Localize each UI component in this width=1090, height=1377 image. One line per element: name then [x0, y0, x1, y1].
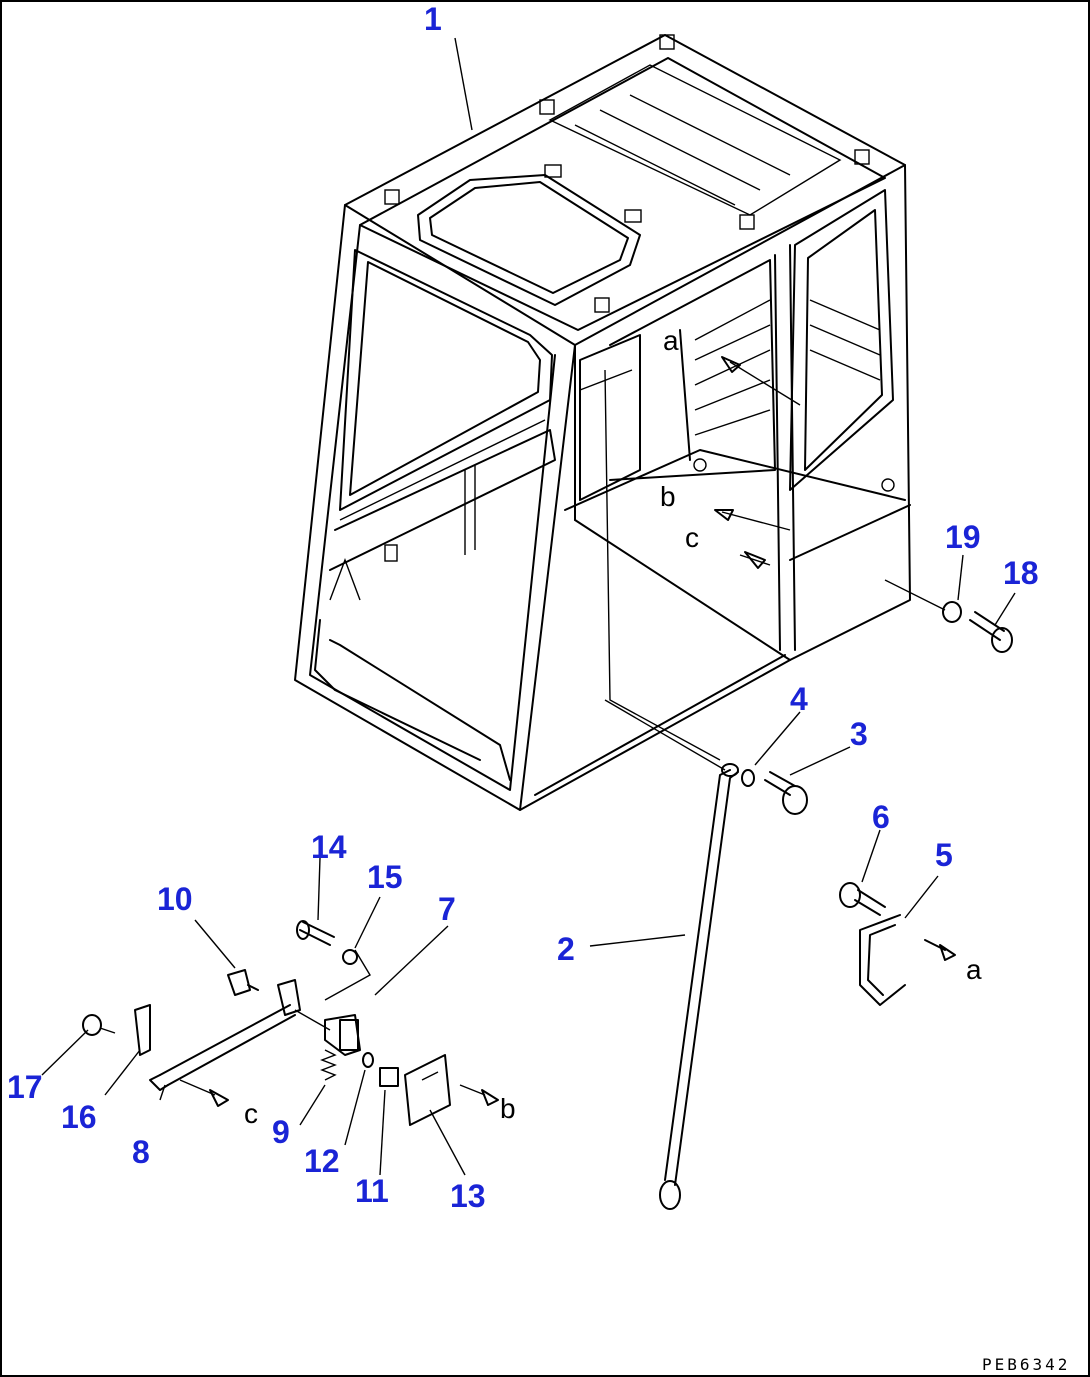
bolt-18	[969, 611, 1013, 653]
part-label-5: 5	[935, 837, 953, 873]
ref-b-plate: b	[500, 1093, 516, 1124]
part-label-8: 8	[132, 1134, 150, 1170]
bracket-5	[859, 914, 906, 1006]
part-label-17: 17	[7, 1069, 43, 1105]
part-label-6: 6	[872, 799, 890, 835]
drawing-code: PEB6342	[982, 1355, 1070, 1374]
part-label-14: 14	[311, 829, 347, 865]
reference-letters: a b c a b c	[244, 325, 982, 1129]
leader-lines	[41, 37, 1016, 1176]
part-label-11: 11	[355, 1173, 389, 1209]
ref-b-cab: b	[660, 481, 676, 512]
part-label-18: 18	[1003, 555, 1039, 591]
part-label-15: 15	[367, 859, 403, 895]
part-label-10: 10	[157, 881, 193, 917]
part-label-7: 7	[438, 891, 456, 927]
ref-a-bracket: a	[966, 954, 982, 985]
ref-c-rod: c	[244, 1098, 258, 1129]
washer-4	[741, 769, 755, 787]
part-label-4: 4	[790, 681, 808, 717]
cab-assembly	[294, 34, 946, 811]
part-number-labels: 1 2 3 4 5 6 7 8 9 10 11 12 13 14 15 16 1…	[7, 1, 1039, 1214]
part-label-3: 3	[850, 716, 868, 752]
pin-bolt	[764, 771, 808, 815]
lever-assembly	[82, 920, 499, 1126]
part-label-13: 13	[450, 1178, 486, 1214]
part-label-16: 16	[61, 1099, 97, 1135]
washer-19	[942, 601, 962, 623]
part-label-19: 19	[945, 519, 981, 555]
bolt-6	[839, 882, 956, 961]
part-label-9: 9	[272, 1114, 290, 1150]
part-label-2: 2	[557, 931, 575, 967]
ref-c-cab: c	[685, 522, 699, 553]
ref-a-cab: a	[663, 325, 679, 356]
part-label-12: 12	[304, 1143, 340, 1179]
part-label-1: 1	[424, 1, 442, 37]
stay-rod	[604, 699, 739, 1210]
